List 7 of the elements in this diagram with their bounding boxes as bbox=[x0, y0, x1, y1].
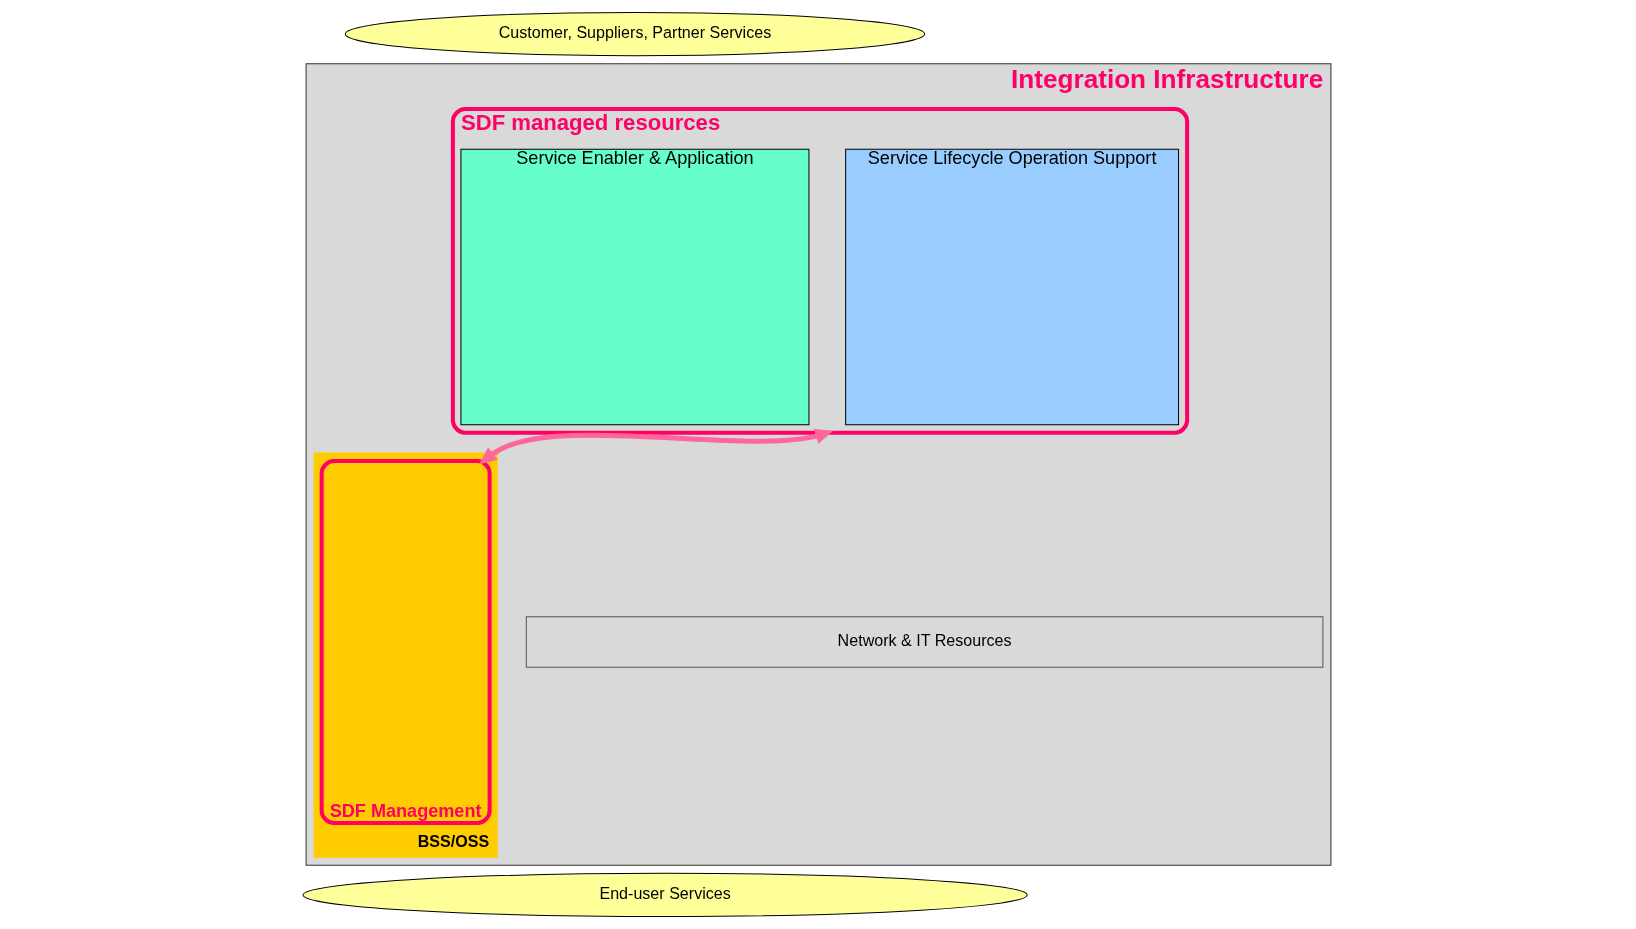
arrow bbox=[478, 428, 833, 465]
node-ellipse: End-user Services bbox=[302, 872, 1028, 918]
node-ellipse: Customer, Suppliers, Partner Services bbox=[344, 11, 925, 57]
node-box: Service Lifecycle Operation Support bbox=[844, 148, 1179, 426]
node-box: Network & IT Resources bbox=[525, 616, 1323, 668]
node-box: SDF Management bbox=[319, 458, 492, 826]
node-box: Service Enabler & Application bbox=[459, 148, 809, 426]
